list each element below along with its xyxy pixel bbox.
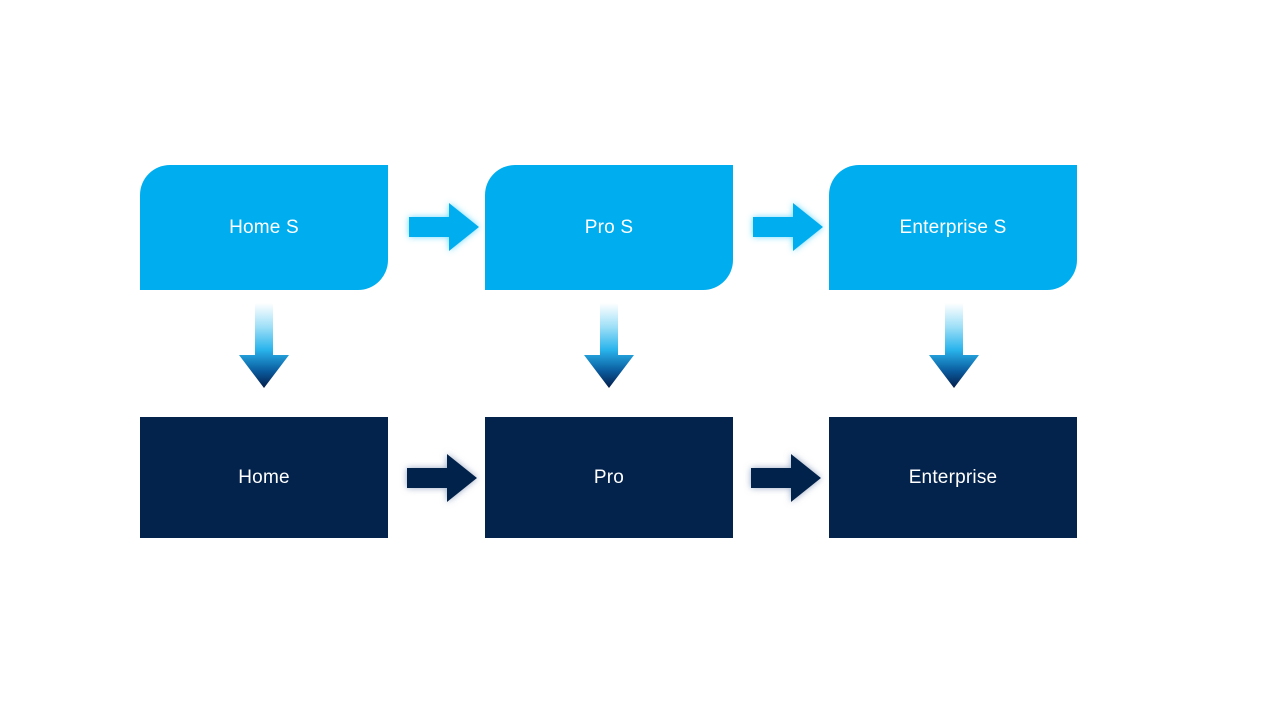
box-label-home-s: Home S: [229, 217, 299, 238]
box-home[interactable]: Home: [140, 417, 388, 538]
arrow-enterprise-s-to-enterprise: [924, 303, 984, 391]
box-pro[interactable]: Pro: [485, 417, 733, 538]
box-home-s[interactable]: Home S: [140, 165, 388, 290]
arrow-pro-to-enterprise: [747, 449, 825, 507]
box-label-pro-s: Pro S: [584, 217, 634, 238]
arrow-home-s-to-home: [234, 303, 294, 391]
box-enterprise-s[interactable]: Enterprise S: [829, 165, 1077, 290]
arrow-pro-s-to-enterprise-s: [749, 198, 827, 256]
box-pro-s[interactable]: Pro S: [485, 165, 733, 290]
box-label-enterprise: Enterprise: [908, 467, 998, 488]
arrow-home-s-to-pro-s: [405, 198, 483, 256]
arrow-pro-s-to-pro: [579, 303, 639, 391]
box-label-pro: Pro: [593, 467, 625, 488]
box-label-enterprise-s: Enterprise S: [899, 217, 1007, 238]
box-enterprise[interactable]: Enterprise: [829, 417, 1077, 538]
arrow-home-to-pro: [403, 449, 481, 507]
box-label-home: Home: [238, 467, 290, 488]
